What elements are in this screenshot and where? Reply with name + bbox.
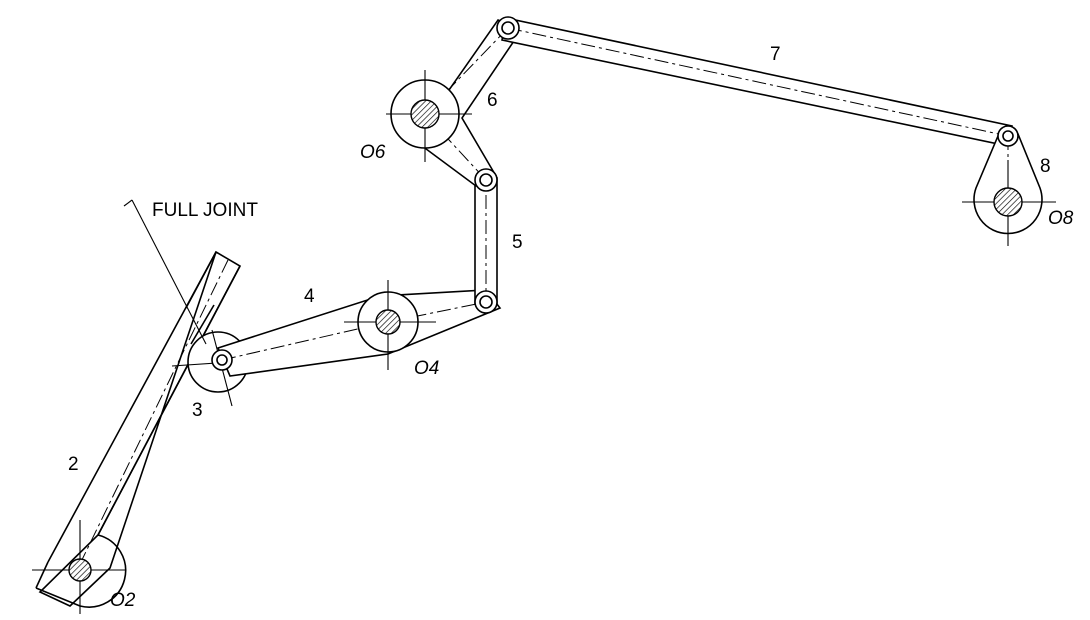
link-label-3: 3 [192,400,203,421]
pivot-label-o4: O4 [414,358,439,379]
link-label-2: 2 [68,454,79,475]
pivot-label-o6: O6 [360,142,386,163]
link-4 [216,280,502,377]
full-joint-label: FULL JOINT [152,200,258,221]
link-label-4: 4 [304,286,315,307]
link-label-5: 5 [512,232,523,253]
joint-5-6 [474,168,498,192]
link-label-7: 7 [770,44,781,65]
link-label-6: 6 [487,90,498,111]
link-5 [474,170,498,314]
link-label-8: 8 [1040,156,1051,177]
link-6 [386,18,522,187]
pivot-o2 [32,520,126,614]
joint-6-7 [496,16,520,40]
link-8 [962,125,1056,246]
pivot-label-o8: O8 [1048,208,1074,229]
pivot-label-o2: O2 [110,590,136,611]
joint-3-4 [211,349,233,371]
link-7 [501,17,1013,147]
full-joint-leader [123,199,207,345]
link-2 [35,250,242,608]
